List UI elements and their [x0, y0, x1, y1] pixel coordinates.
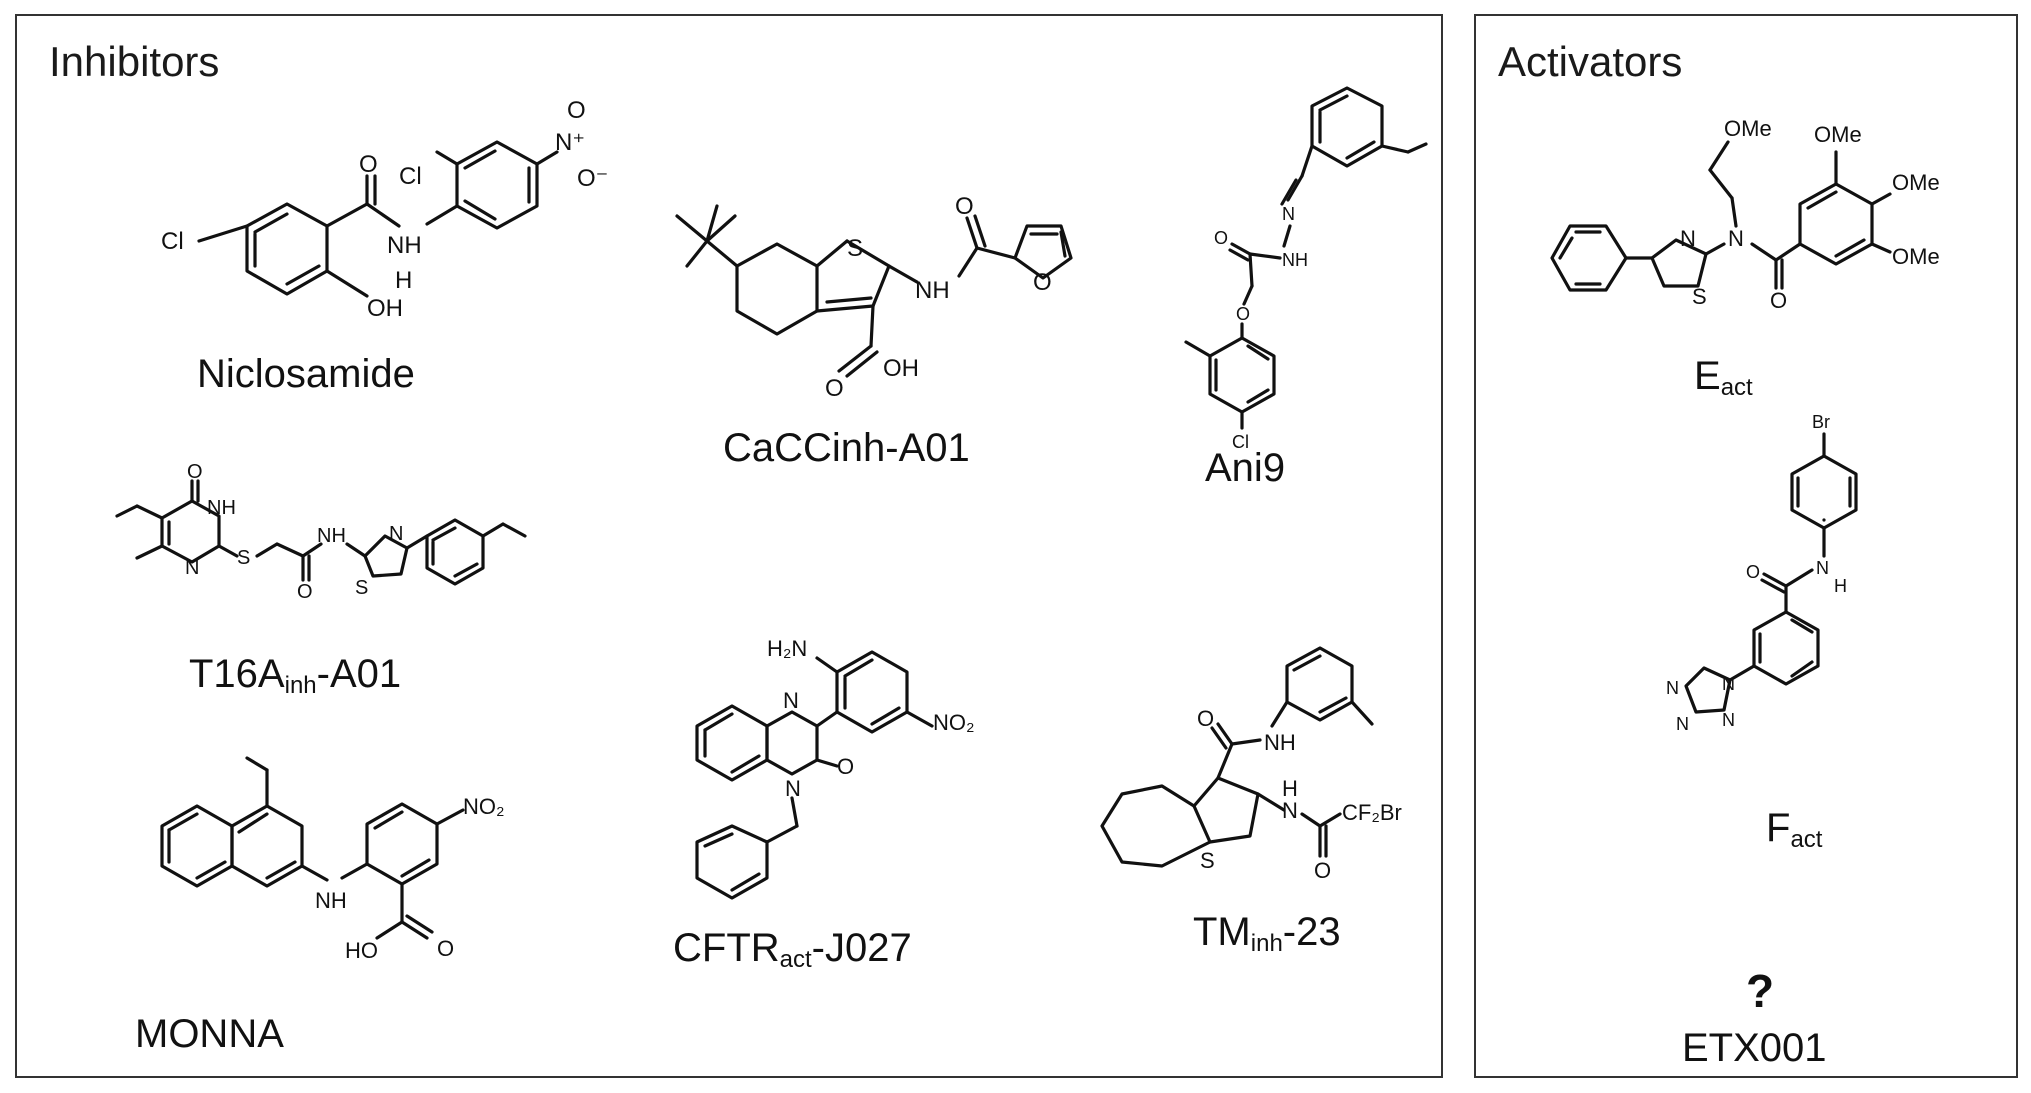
s-label: S — [847, 235, 863, 262]
nh-fact-label: N — [1816, 558, 1829, 578]
ome-chain-label: OMe — [1724, 116, 1772, 141]
o-furan-label: O — [1033, 269, 1052, 296]
h-label: H — [395, 267, 412, 294]
n-pyr-label: N — [185, 557, 199, 579]
o-label: O — [359, 151, 378, 178]
unknown-structure-mark: ? — [1746, 965, 1775, 1017]
monna-name: MONNA — [135, 1012, 284, 1056]
n2-tz-label: N — [1666, 678, 1679, 698]
ho-monna-label: HO — [345, 938, 378, 963]
fact-name: Fact — [1766, 806, 1823, 853]
cl-ani-label: Cl — [1232, 432, 1249, 452]
h2n-label: H₂N — [767, 636, 807, 661]
nh-tm-label: NH — [1264, 730, 1296, 755]
inhibitors-panel: Inhibitors Cl OH O NH H Cl N⁺ O O⁻ Niclo… — [15, 14, 1443, 1078]
ome3-label: OMe — [1892, 244, 1940, 269]
fact-structure: Br N H O N N N N — [1666, 412, 1858, 734]
nh-monna-label: NH — [315, 888, 347, 913]
h-fact-label: H — [1834, 576, 1847, 596]
nh-label: NH — [387, 232, 422, 259]
caccinh-name: CaCCinh-A01 — [723, 426, 970, 470]
o-t16-label: O — [297, 581, 313, 603]
s-thio-label: S — [237, 547, 250, 569]
tminh-name: TMinh-23 — [1193, 910, 1341, 957]
activators-panel: Activators OMe N N S O OMe OMe OMe Eact … — [1474, 14, 2018, 1078]
nh-amide-label: NH — [915, 277, 950, 304]
n-plus-label: N⁺ — [555, 129, 585, 156]
t16a-structure: O NH N S O NH N S — [115, 461, 527, 603]
s-tm-label: S — [1200, 848, 1215, 873]
ani9-structure: N NH O O Cl — [1184, 86, 1428, 452]
oh-label: OH — [367, 295, 403, 322]
ome1-label: OMe — [1814, 122, 1862, 147]
n-thz-eact-label: N — [1680, 226, 1696, 251]
o-pyr-label: O — [187, 461, 203, 483]
o-amide-label: O — [955, 193, 974, 220]
o-top-label: O — [567, 97, 586, 124]
inhibitors-title: Inhibitors — [49, 38, 220, 85]
o2-tm-label: O — [1314, 858, 1331, 883]
o-acid-label: O — [825, 375, 844, 402]
nh-hydrazone-label: NH — [1282, 250, 1308, 270]
ome2-label: OMe — [1892, 170, 1940, 195]
n-tm-label: N — [1282, 798, 1298, 823]
eact-name: Eact — [1694, 354, 1753, 401]
no2-cftr-label: NO₂ — [933, 710, 975, 735]
n3-tz-label: N — [1676, 714, 1689, 734]
cf2br-label: CF₂Br — [1342, 800, 1402, 825]
monna-structure: NH NO₂ O HO — [160, 756, 505, 963]
o-tm-label: O — [1197, 706, 1214, 731]
ani9-name: Ani9 — [1205, 446, 1286, 490]
tminh-structure: NH O S N H O CF₂Br — [1100, 646, 1402, 883]
o-ani-label: O — [1214, 228, 1228, 248]
niclosamide-structure: Cl OH O NH H Cl N⁺ O O⁻ — [161, 97, 608, 322]
o-eact-label: O — [1770, 288, 1787, 313]
n-cftr-label: N — [783, 688, 799, 713]
activators-title: Activators — [1498, 38, 1683, 85]
nh-t16-label: NH — [317, 525, 346, 547]
s-thz-label: S — [355, 577, 368, 599]
niclosamide-name: Niclosamide — [197, 352, 415, 396]
etx001-name: ETX001 — [1682, 1026, 1827, 1070]
cftr-name: CFTRact-J027 — [673, 926, 912, 973]
o-monna-label: O — [437, 936, 454, 961]
br-label: Br — [1812, 412, 1830, 432]
oh-acid-label: OH — [883, 355, 919, 382]
o-minus-label: O⁻ — [577, 165, 608, 192]
cl2-label: Cl — [399, 163, 422, 190]
n1-label: N — [1282, 204, 1295, 224]
n-eact-label: N — [1728, 226, 1744, 251]
cftr-structure: H₂N NO₂ N O N — [695, 636, 975, 900]
t16a-name: T16Ainh-A01 — [189, 652, 402, 699]
caccinh-structure: S O OH NH O O — [675, 193, 1073, 402]
o-ether-label: O — [1236, 304, 1250, 324]
n1-tz-label: N — [1722, 674, 1735, 694]
o-fact-label: O — [1746, 562, 1760, 582]
no2-monna-label: NO₂ — [463, 794, 505, 819]
n4-tz-label: N — [1722, 710, 1735, 730]
n2-cftr-label: N — [785, 776, 801, 801]
n-thz-label: N — [389, 523, 403, 545]
h-tm-label: H — [1282, 776, 1298, 801]
o-cftr-label: O — [837, 754, 854, 779]
nh-pyr-label: NH — [207, 497, 236, 519]
eact-structure: OMe N N S O OMe OMe OMe — [1550, 116, 1940, 313]
cl-label: Cl — [161, 228, 184, 255]
s-eact-label: S — [1692, 284, 1707, 309]
